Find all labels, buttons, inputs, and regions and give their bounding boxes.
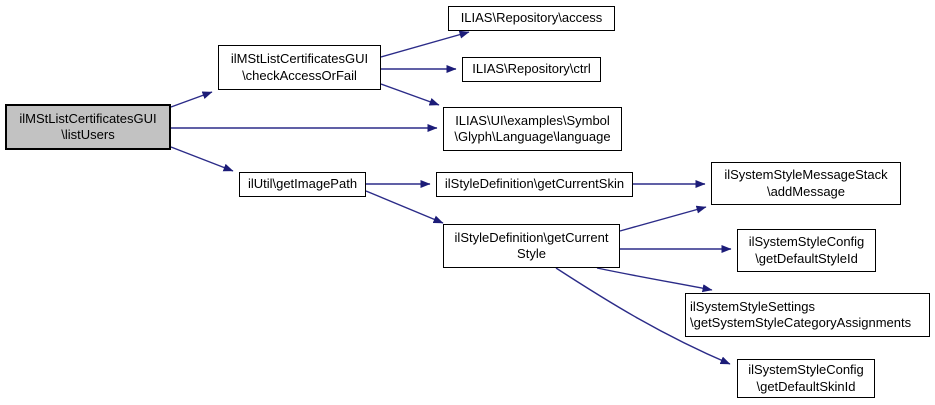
node-label: ilSystemStyleSettings (690, 298, 815, 314)
node-label: ilStyleDefinition\getCurrent (454, 229, 609, 245)
node-label: ilSystemStyleMessageStack (724, 167, 888, 182)
node-label: \checkAccessOrFail (242, 67, 357, 83)
node-getImagePath[interactable]: ilUtil\getImagePath (239, 172, 366, 197)
node-getDefaultSkinId[interactable]: ilSystemStyleConfig \getDefaultSkinId (737, 359, 875, 398)
node-label: ILIAS\Repository\ctrl (472, 61, 591, 77)
node-label: \getSystemStyleCategoryAssignments (690, 315, 912, 330)
edge-getCurrentStyle-addMessage (619, 205, 707, 232)
edge-getCurrentStyle-categoryAssignments (596, 267, 713, 293)
node-label: ilMStListCertificatesGUI (230, 51, 369, 66)
node-label: \Glyph\Language\language (454, 129, 611, 144)
node-getDefaultStyleId[interactable]: ilSystemStyleConfig \getDefaultStyleId (737, 229, 876, 272)
node-label: ilSystemStyleConfig (748, 362, 864, 377)
node-label: ILIAS\UI\examples\Symbol (455, 112, 610, 128)
node-label: \getDefaultStyleId (755, 250, 858, 266)
node-listUsers: ilMStListCertificatesGUI \listUsers (5, 104, 171, 150)
node-getSystemStyleCategoryAssignments[interactable]: ilSystemStyleSettings \getSystemStyleCat… (685, 293, 930, 337)
node-label: \listUsers (61, 127, 115, 142)
node-label: \getDefaultSkinId (756, 378, 856, 394)
node-checkAccessOrFail[interactable]: ilMStListCertificatesGUI \checkAccessOrF… (218, 45, 381, 90)
node-label: ILIAS\Repository\access (460, 10, 603, 26)
edge-checkAccessOrFail-access (380, 30, 470, 58)
node-label: \addMessage (766, 183, 846, 199)
node-label: ilUtil\getImagePath (247, 176, 358, 192)
node-ilias-repository-access[interactable]: ILIAS\Repository\access (448, 6, 615, 31)
edge-listUsers-checkAccessOrFail (170, 91, 213, 108)
edge-checkAccessOrFail-language (380, 83, 440, 106)
node-label: Style (517, 246, 546, 261)
node-getCurrentStyle[interactable]: ilStyleDefinition\getCurrent Style (443, 224, 620, 268)
node-language-glyph[interactable]: ILIAS\UI\examples\Symbol \Glyph\Language… (443, 107, 622, 151)
node-label: ilStyleDefinition\getCurrentSkin (444, 176, 625, 192)
edge-getImagePath-getCurrentStyle (365, 190, 444, 224)
node-label: ilSystemStyleConfig (748, 234, 865, 249)
node-getCurrentSkin[interactable]: ilStyleDefinition\getCurrentSkin (436, 172, 633, 197)
node-ilias-repository-ctrl[interactable]: ILIAS\Repository\ctrl (462, 57, 601, 82)
node-label: ilMStListCertificatesGUI (19, 110, 157, 126)
edge-listUsers-getImagePath (170, 146, 234, 172)
node-addMessage[interactable]: ilSystemStyleMessageStack \addMessage (711, 162, 901, 205)
